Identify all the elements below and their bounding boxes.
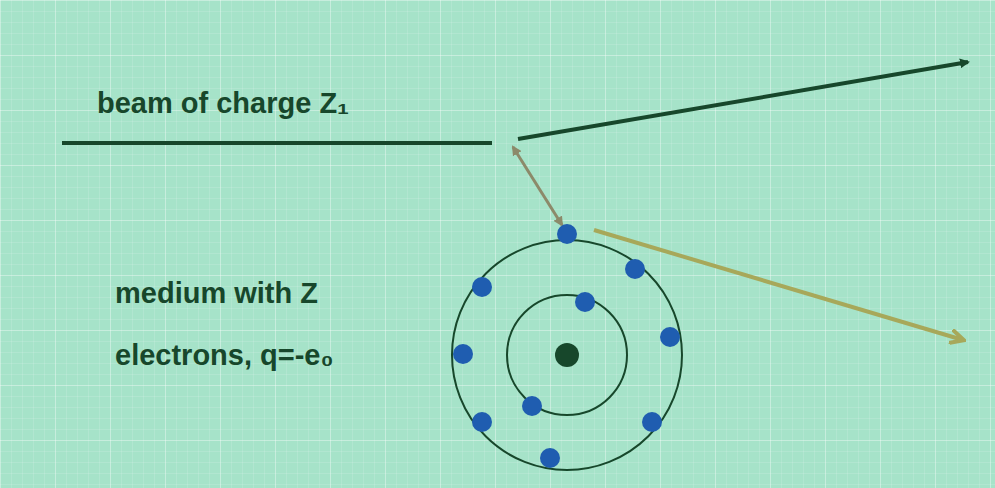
beam-line: [62, 141, 492, 145]
nucleus: [555, 343, 579, 367]
electrons: [453, 224, 680, 468]
medium-label: electrons, q=-e₀: [115, 339, 334, 372]
ejected-electron-arrow: [594, 230, 963, 340]
inner-shell: [507, 295, 627, 415]
medium-label: medium with Z: [115, 277, 318, 310]
outer-shell: [452, 240, 682, 470]
beam-label: beam of charge Z₁: [97, 87, 349, 120]
interaction-arrow: [513, 147, 562, 225]
scattered-beam-arrow: [518, 62, 968, 139]
